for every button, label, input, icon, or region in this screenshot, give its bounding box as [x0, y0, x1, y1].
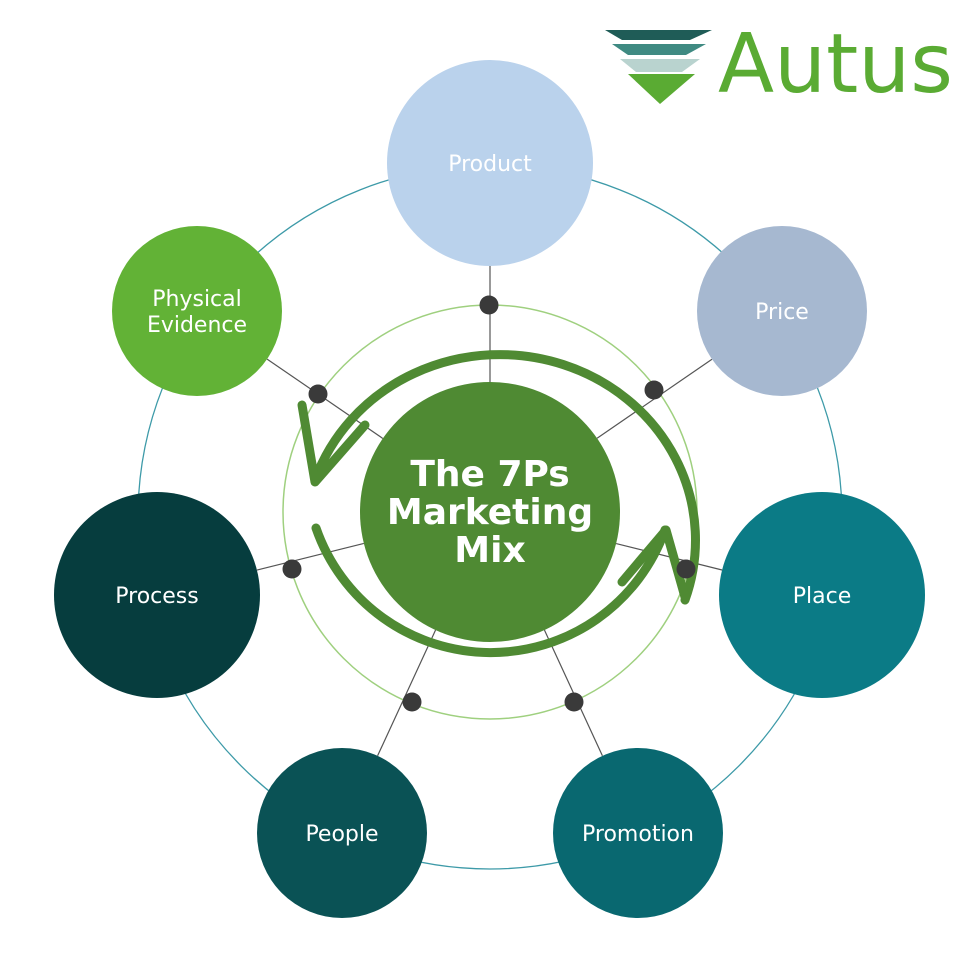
node-label-physical-evidence: Evidence [147, 313, 247, 338]
node-promotion: Promotion [553, 748, 723, 918]
node-circle-place [719, 492, 925, 698]
connector-lines [256, 266, 723, 757]
node-circle-price [697, 226, 867, 396]
center-circle [360, 382, 620, 642]
node-label-price: Price [755, 300, 809, 325]
node-place: Place [719, 492, 925, 698]
connector-dot-physical-evidence [308, 384, 328, 404]
autus-logo: Autus [605, 17, 953, 112]
connector-dot-process [282, 559, 302, 579]
connector-line-process [256, 542, 365, 571]
connector-dot-place [676, 559, 696, 579]
node-circle-process [54, 492, 260, 698]
node-circle-people [257, 748, 427, 918]
node-process: Process [54, 492, 260, 698]
logo-mark-icon [605, 30, 712, 104]
center-title-line: Mix [454, 530, 525, 571]
node-label-physical-evidence: Physical [152, 287, 242, 312]
connector-dot-promotion [564, 692, 584, 712]
connector-dot-people [402, 692, 422, 712]
node-label-place: Place [793, 584, 852, 609]
connector-dots [282, 295, 696, 712]
node-circle-promotion [553, 748, 723, 918]
logo-wordmark: Autus [718, 17, 953, 112]
connector-dot-product [479, 295, 499, 315]
node-circle-product [387, 60, 593, 266]
node-price: Price [697, 226, 867, 396]
node-product: Product [387, 60, 593, 266]
node-circle-physical-evidence [112, 226, 282, 396]
node-label-people: People [305, 822, 378, 847]
node-label-promotion: Promotion [582, 822, 694, 847]
node-label-product: Product [448, 152, 532, 177]
node-label-process: Process [115, 584, 198, 609]
center-title-line: Marketing [387, 492, 593, 533]
node-people: People [257, 748, 427, 918]
center-title-line: The 7Ps [410, 454, 569, 495]
cycle-arrows-icon [297, 350, 700, 658]
connector-dot-price [644, 380, 664, 400]
connector-line-people [377, 629, 437, 757]
